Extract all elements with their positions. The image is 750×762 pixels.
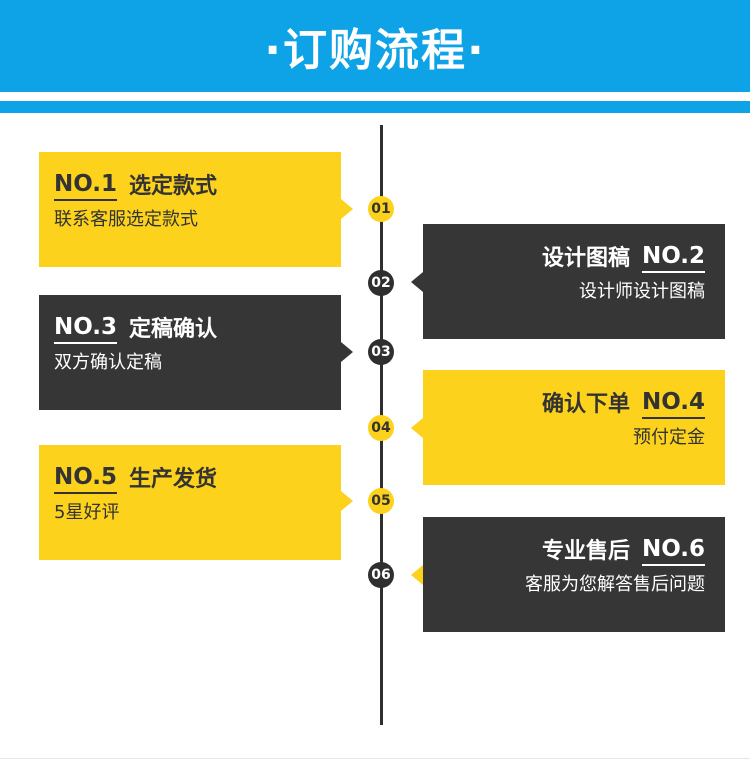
step-heading: 确认下单 NO.4 bbox=[541, 389, 705, 420]
step-title: 生产发货 bbox=[129, 466, 218, 492]
step-description: 客服为您解答售后问题 bbox=[525, 574, 705, 595]
step-card-6: 专业售后 NO.6 客服为您解答售后问题 bbox=[411, 517, 725, 632]
step-title: 设计图稿 bbox=[541, 245, 630, 271]
step-heading: 专业售后 NO.6 bbox=[541, 536, 705, 567]
step-number: NO.1 bbox=[54, 171, 118, 202]
step-title: 确认下单 bbox=[541, 391, 630, 417]
step-title: 选定款式 bbox=[129, 173, 218, 199]
page-title: ·订购流程· bbox=[264, 25, 486, 76]
step-number: NO.2 bbox=[641, 243, 705, 274]
header-banner: ·订购流程· bbox=[0, 0, 750, 92]
pointer-arrow bbox=[411, 272, 423, 292]
step-number: NO.3 bbox=[54, 314, 118, 345]
step-card-1: NO.1 选定款式 联系客服选定款式 bbox=[39, 152, 353, 267]
pointer-arrow bbox=[341, 342, 353, 362]
step-title: 定稿确认 bbox=[129, 316, 218, 342]
step-description: 双方确认定稿 bbox=[54, 352, 162, 373]
pointer-arrow bbox=[411, 418, 423, 438]
pointer-arrow bbox=[341, 491, 353, 511]
timeline-node-06: 06 bbox=[368, 562, 394, 588]
bottom-divider bbox=[0, 758, 750, 759]
timeline-node-01: 01 bbox=[368, 196, 394, 222]
header-stripe bbox=[0, 101, 750, 113]
step-card-4: 确认下单 NO.4 预付定金 bbox=[411, 370, 725, 485]
step-description: 联系客服选定款式 bbox=[54, 209, 198, 230]
pointer-arrow bbox=[411, 565, 423, 585]
timeline-node-04: 04 bbox=[368, 415, 394, 441]
step-card-2: 设计图稿 NO.2 设计师设计图稿 bbox=[411, 224, 725, 339]
pointer-arrow bbox=[341, 199, 353, 219]
step-card-3: NO.3 定稿确认 双方确认定稿 bbox=[39, 295, 353, 410]
step-title: 专业售后 bbox=[541, 538, 630, 564]
timeline-node-05: 05 bbox=[368, 488, 394, 514]
step-heading: NO.3 定稿确认 bbox=[54, 314, 218, 345]
step-number: NO.5 bbox=[54, 464, 118, 495]
step-description: 5星好评 bbox=[54, 502, 120, 523]
step-description: 设计师设计图稿 bbox=[579, 281, 705, 302]
step-card-5: NO.5 生产发货 5星好评 bbox=[39, 445, 353, 560]
timeline-node-02: 02 bbox=[368, 270, 394, 296]
timeline-node-03: 03 bbox=[368, 339, 394, 365]
step-heading: NO.1 选定款式 bbox=[54, 171, 218, 202]
step-number: NO.6 bbox=[641, 536, 705, 567]
step-heading: 设计图稿 NO.2 bbox=[541, 243, 705, 274]
step-heading: NO.5 生产发货 bbox=[54, 464, 218, 495]
step-number: NO.4 bbox=[641, 389, 705, 420]
step-description: 预付定金 bbox=[633, 427, 705, 448]
